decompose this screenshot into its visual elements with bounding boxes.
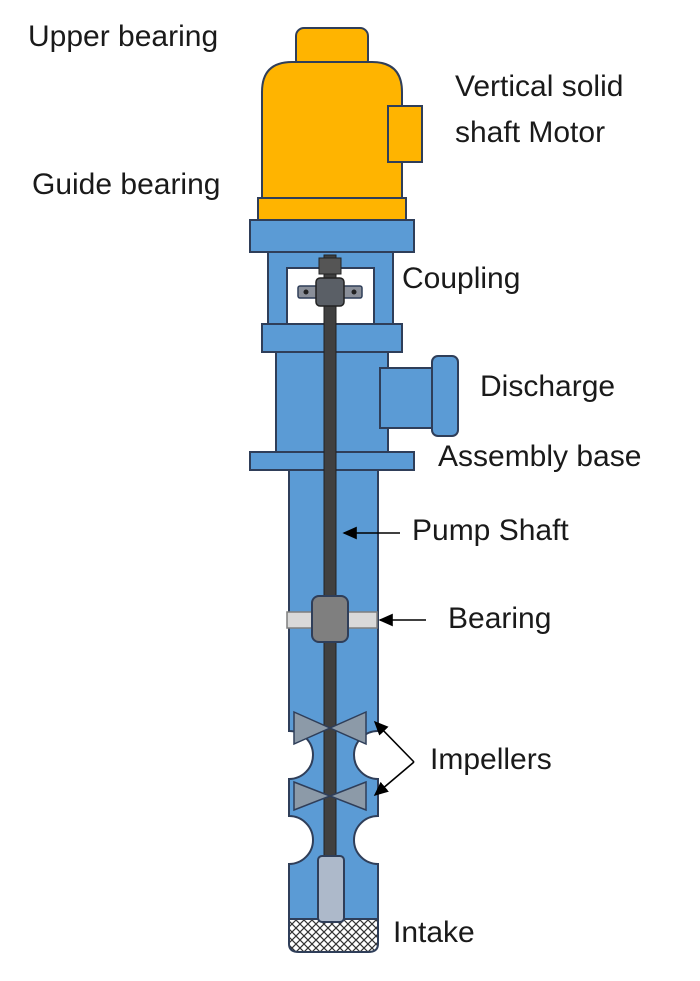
impellers-arrow-upper bbox=[373, 720, 415, 763]
coupling bbox=[297, 257, 363, 307]
label-discharge: Discharge bbox=[480, 370, 616, 403]
motor-terminal-box bbox=[387, 105, 423, 163]
impeller-lower bbox=[293, 780, 367, 812]
label-pump-shaft: Pump Shaft bbox=[412, 514, 569, 547]
impellers-arrow-lower bbox=[373, 761, 415, 797]
label-motor-line1: Vertical solid bbox=[455, 70, 624, 103]
motor bbox=[257, 27, 423, 221]
label-guide-bearing: Guide bearing bbox=[32, 168, 221, 201]
label-coupling: Coupling bbox=[402, 262, 521, 295]
motor-flange bbox=[249, 219, 415, 253]
discharge-pipe bbox=[379, 367, 433, 429]
impeller-upper bbox=[293, 710, 367, 746]
label-upper-bearing: Upper bearing bbox=[28, 20, 219, 53]
label-bearing: Bearing bbox=[448, 602, 552, 635]
label-intake: Intake bbox=[393, 916, 475, 949]
pump-shaft bbox=[323, 254, 337, 876]
motor-body bbox=[261, 61, 403, 221]
label-assembly-base: Assembly base bbox=[438, 440, 642, 473]
shaft-tip bbox=[317, 855, 345, 923]
label-motor-line2: shaft Motor bbox=[455, 116, 606, 149]
intake-screen bbox=[288, 918, 379, 953]
discharge-flange bbox=[431, 355, 459, 437]
guide-bearing bbox=[257, 197, 407, 221]
bearing-block bbox=[311, 595, 349, 643]
label-impellers: Impellers bbox=[430, 743, 552, 776]
